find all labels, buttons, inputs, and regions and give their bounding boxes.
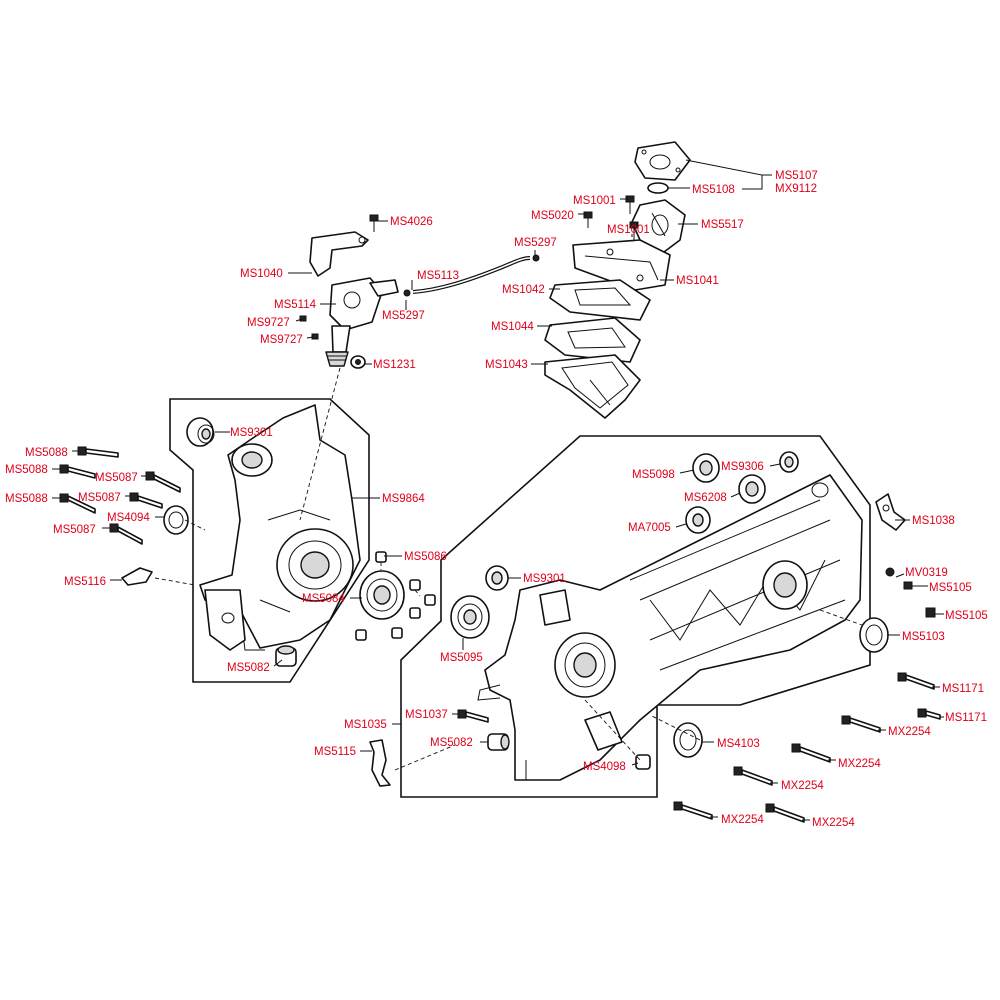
label-ms9301-right: MS9301: [523, 573, 566, 585]
label-ms9301-left: MS9301: [230, 427, 273, 439]
label-ms5020: MS5020: [531, 210, 574, 222]
reed-gasket-ms1042: [549, 279, 651, 321]
label-ms5297-top: MS5297: [514, 237, 557, 249]
label-mx2254-1: MX2254: [888, 726, 931, 738]
label-ms5088-3: MS5088: [5, 493, 48, 505]
bearing-ms9301-right: [485, 565, 509, 591]
label-ms1042: MS1042: [502, 284, 545, 296]
bearing-ms5084: [359, 570, 405, 620]
label-ms5082-right: MS5082: [430, 737, 473, 749]
label-ms5088-1: MS5088: [25, 447, 68, 459]
label-ms5114: MS5114: [274, 299, 317, 311]
label-ms9727-2: MS9727: [260, 334, 303, 346]
bolt-ms1037: [457, 709, 489, 723]
pin-ms4098: [635, 754, 651, 770]
intake-gasket-ms5107: [634, 141, 691, 181]
label-ms4026: MS4026: [390, 216, 433, 228]
label-ms9306: MS9306: [721, 461, 764, 473]
label-ms5086: MS5086: [404, 551, 447, 563]
label-ms1043: MS1043: [485, 359, 528, 371]
reed-block-ms1041: [572, 239, 671, 291]
label-ms5297-bottom: MS5297: [382, 310, 425, 322]
label-ms9727-1: MS9727: [247, 317, 290, 329]
dowel-pins-ms5086: [355, 551, 436, 641]
right-crankcase-box: [400, 435, 871, 798]
bolts-ms1001: [583, 195, 639, 240]
reed-plate-ms1044: [544, 317, 641, 363]
label-ms5088-2: MS5088: [5, 464, 48, 476]
bushing-ms5082-right: [487, 733, 510, 751]
bearing-ms9306: [779, 451, 799, 473]
label-ms5105-2: MS5105: [945, 610, 988, 622]
label-mx2254-3: MX2254: [781, 780, 824, 792]
bolts-ms5088-ms5087: [59, 446, 181, 545]
label-mv0319: MV0319: [905, 567, 948, 579]
label-ms5087-3: MS5087: [53, 524, 96, 536]
label-ms5082-left: MS5082: [227, 662, 270, 674]
bracket-ms1038: [875, 493, 906, 531]
label-ms5103: MS5103: [902, 631, 945, 643]
bearing-ms9301-left: [186, 417, 215, 447]
reed-valve-ms1043: [544, 354, 641, 419]
label-ms5108: MS5108: [692, 184, 735, 196]
label-ms5105-1: MS5105: [929, 582, 972, 594]
label-ms1041: MS1041: [676, 275, 719, 287]
left-crankcase-ms9864: [199, 404, 361, 651]
label-ms1040: MS1040: [240, 268, 283, 280]
label-ms5115: MS5115: [314, 746, 356, 758]
label-ms1231: MS1231: [373, 359, 416, 371]
label-ms1044: MS1044: [491, 321, 534, 333]
label-ms1001-mid: MS1001: [607, 224, 650, 236]
seal-ms5103: [859, 617, 889, 653]
label-mx2254-4: MX2254: [721, 814, 764, 826]
plugs-ms5105: [903, 581, 936, 618]
label-ms5098: MS5098: [632, 469, 675, 481]
leader-lines: [52, 159, 944, 821]
bolts-ms1171: [897, 672, 941, 720]
label-ma7005: MA7005: [628, 522, 671, 534]
bearings-ms5098-ms6208-ma7005: [685, 453, 766, 534]
label-ms4094: MS4094: [107, 512, 150, 524]
seal-ms4103: [673, 722, 703, 758]
label-ms4098: MS4098: [583, 761, 626, 773]
clip-ms5115: [369, 739, 391, 787]
label-ms5517: MS5517: [701, 219, 744, 231]
label-ms5084: MS5084: [302, 593, 345, 605]
label-ms1037: MS1037: [405, 709, 448, 721]
label-mx2254-2: MX2254: [838, 758, 881, 770]
o-ring-ms5108: [647, 182, 669, 194]
left-crankcase-box: [169, 398, 370, 683]
clips-ms5297: [403, 254, 540, 297]
label-ms4103: MS4103: [717, 738, 760, 750]
bracket-ms1040: [309, 231, 369, 277]
label-ms5116: MS5116: [64, 576, 106, 588]
label-ms6208: MS6208: [684, 492, 727, 504]
bearing-ms5095: [450, 595, 490, 639]
label-ms5087-1: MS5087: [95, 472, 138, 484]
label-ms5095: MS5095: [440, 652, 483, 664]
label-mx9112: MX9112: [775, 183, 817, 195]
bolt-ms4026: [369, 214, 379, 232]
label-ms5107: MS5107: [775, 170, 818, 182]
label-ms5087-2: MS5087: [78, 492, 121, 504]
bushing-ms5082-left: [275, 645, 297, 667]
label-ms1035: MS1035: [344, 719, 387, 731]
label-ms1171-1: MS1171: [942, 683, 984, 695]
clip-ms5116: [121, 567, 153, 586]
right-crankcase-ms1035: [477, 474, 863, 781]
label-ms9864: MS9864: [382, 493, 425, 505]
seal-ms4094: [163, 505, 189, 535]
label-mx2254-5: MX2254: [812, 817, 855, 829]
bolts-mx2254: [673, 715, 881, 823]
oil-pump-ms5114: [325, 277, 399, 367]
valve-mv0319: [885, 567, 895, 577]
oil-hose-ms5113: [412, 256, 531, 294]
seal-ms1231: [350, 355, 366, 369]
label-ms1038: MS1038: [912, 515, 955, 527]
label-ms1171-2: MS1171: [945, 712, 987, 724]
label-ms5113: MS5113: [417, 270, 459, 282]
label-ms1001-top: MS1001: [573, 195, 616, 207]
